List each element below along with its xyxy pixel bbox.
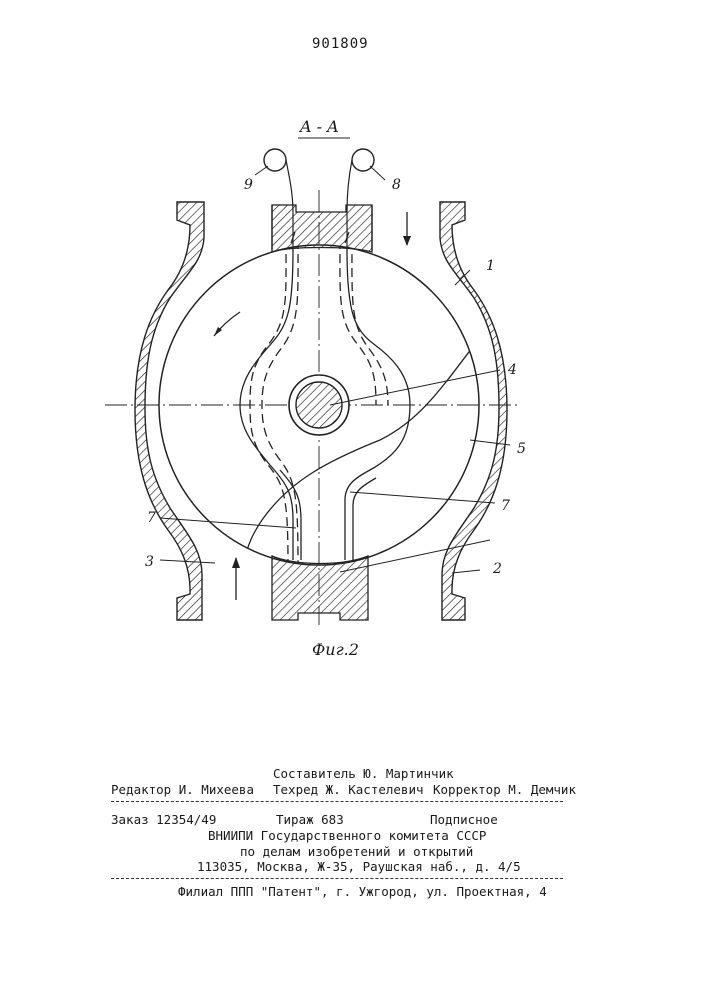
spiral-line xyxy=(246,340,478,555)
colophon-org-address: 113035, Москва, Ж-35, Раушская наб., д. … xyxy=(197,859,521,874)
colophon-subscription: Подписное xyxy=(430,812,498,827)
colophon-circulation: Тираж 683 xyxy=(276,812,344,827)
left-channel-dashed xyxy=(250,240,288,565)
rule-top xyxy=(111,801,563,802)
figure-caption: Фиг.2 xyxy=(312,640,359,659)
rule-bottom xyxy=(111,878,563,879)
right-channel-dashed xyxy=(340,240,376,405)
colophon-org-line2: по делам изобретений и открытий xyxy=(240,844,473,859)
right-channel-dashed-inner xyxy=(352,240,388,405)
colophon-org-line1: ВНИИПИ Государственного комитета СССР xyxy=(208,828,486,843)
colophon-techred: Техред Ж. Кастелевич xyxy=(273,782,424,797)
label-4: 4 xyxy=(507,362,517,378)
blade-right-inner xyxy=(353,478,376,560)
roller-8 xyxy=(352,149,374,171)
label-8: 8 xyxy=(392,177,401,193)
roller-9 xyxy=(264,149,286,171)
label-3: 3 xyxy=(145,554,154,570)
colophon-corrector: Корректор М. Демчик xyxy=(433,782,576,797)
colophon-branch: Филиал ППП "Патент", г. Ужгород, ул. Про… xyxy=(178,884,547,899)
label-1: 1 xyxy=(486,258,495,274)
shaft xyxy=(296,382,342,428)
label-5: 5 xyxy=(517,441,526,457)
section-label: A - A xyxy=(298,117,339,136)
colophon-order: Заказ 12354/49 xyxy=(111,812,216,827)
label-2: 2 xyxy=(492,561,502,577)
colophon-editor: Редактор И. Михеева xyxy=(111,782,254,797)
technical-drawing: A - A xyxy=(0,0,707,700)
label-9: 9 xyxy=(244,177,253,193)
label-7-left: 7 xyxy=(147,510,156,526)
label-7-right: 7 xyxy=(501,498,510,514)
colophon-compiler: Составитель Ю. Мартинчик xyxy=(273,766,454,781)
